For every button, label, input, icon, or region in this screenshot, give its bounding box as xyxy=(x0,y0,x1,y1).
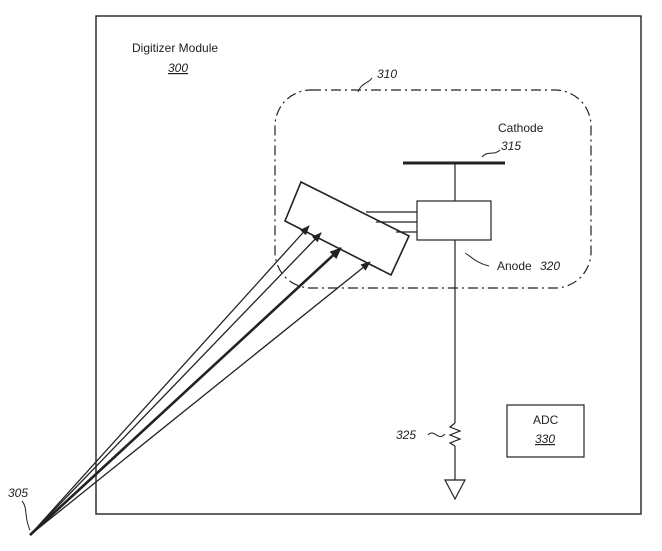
module-number: 300 xyxy=(168,61,188,75)
source-number: 305 xyxy=(8,486,28,500)
anode-leader xyxy=(464,252,490,267)
cathode-number: 315 xyxy=(501,139,521,153)
enclosure-310 xyxy=(274,89,592,289)
cathode-label: Cathode xyxy=(498,121,544,135)
ray-1 xyxy=(29,225,310,536)
adc-number: 330 xyxy=(535,432,555,446)
photocathode-plate xyxy=(283,180,411,277)
resistor-325 xyxy=(448,422,462,447)
resistor-leader xyxy=(427,432,446,438)
ray-2 xyxy=(29,232,322,536)
adc-label: ADC xyxy=(533,413,559,427)
ray-3-bold xyxy=(29,247,342,536)
source-leader xyxy=(21,500,31,531)
enclosure-number: 310 xyxy=(377,67,397,81)
ground-symbol xyxy=(444,479,466,501)
ray-4 xyxy=(29,261,371,536)
adc-box xyxy=(506,404,585,458)
anode-label: Anode xyxy=(497,259,532,273)
resistor-number: 325 xyxy=(396,428,416,442)
cathode-leader xyxy=(481,149,501,158)
anode-block xyxy=(416,200,492,241)
enclosure-leader xyxy=(357,77,373,93)
module-title: Digitizer Module xyxy=(132,41,218,55)
digitizer-module-box xyxy=(95,15,642,515)
anode-number: 320 xyxy=(540,259,560,273)
